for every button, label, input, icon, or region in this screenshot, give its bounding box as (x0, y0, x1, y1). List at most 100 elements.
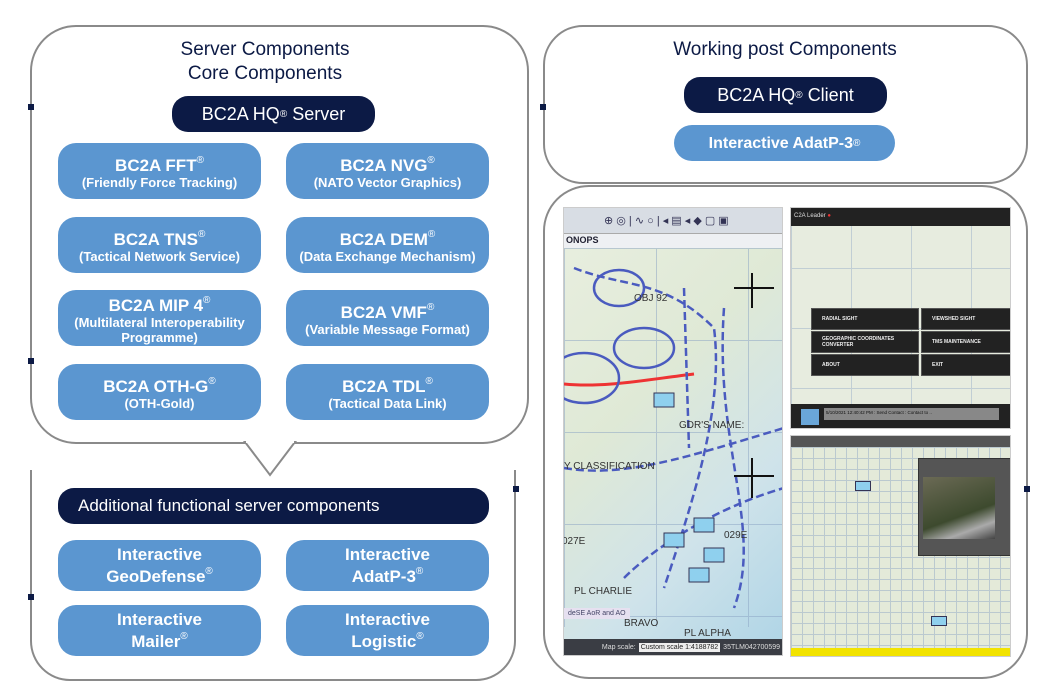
additional-components-frame (30, 470, 516, 681)
component-description: (Friendly Force Tracking) (81, 175, 238, 190)
server-title: Server Components Core Components (130, 38, 400, 86)
connector-dot (540, 104, 546, 110)
menu-item-geographic-coordinates-converter[interactable]: GEOGRAPHIC COORDINATES CONVERTER (811, 331, 919, 353)
name: BC2A NVG (340, 156, 428, 175)
speech-tail (242, 440, 298, 477)
yellow-statusbar (791, 648, 1010, 656)
core-component-bc2a-tns[interactable]: BC2A TNS®(Tactical Network Service) (58, 217, 261, 273)
app-name: C2A Leader (794, 213, 826, 219)
core-component-bc2a-vmf[interactable]: BC2A VMF®(Variable Message Format) (286, 290, 489, 346)
connector-dot (28, 358, 34, 364)
connector-dot (1024, 486, 1030, 492)
reg: ® (427, 155, 435, 166)
video-feed (923, 477, 995, 539)
name: BC2A OTH-G (103, 377, 209, 396)
core-component-bc2a-dem[interactable]: BC2A DEM®(Data Exchange Mechanism) (286, 217, 489, 273)
name: BC2A TNS (113, 230, 198, 249)
component-description: (NATO Vector Graphics) (313, 175, 462, 190)
additional-components-bar: Additional functional server components (58, 488, 489, 524)
reg: ® (427, 229, 436, 240)
hq-client-button[interactable]: BC2A HQ® Client (684, 77, 887, 113)
working-post-title: Working post Components (673, 39, 897, 60)
line2: Mailer (131, 631, 181, 651)
map-scale-label: Map scale: (601, 643, 636, 651)
map-label: PL ALPHA (684, 628, 731, 639)
component-name: BC2A NVG® (340, 152, 435, 175)
map-label: OBJ 92 (634, 293, 668, 304)
name: BC2A MIP 4 (108, 295, 204, 315)
component-name: BC2A OTH-G® (103, 373, 216, 396)
video-window (918, 458, 1010, 556)
hq-server-button[interactable]: BC2A HQ® Server (172, 96, 375, 132)
core-component-bc2a-oth-g[interactable]: BC2A OTH-G®(OTH-Gold) (58, 364, 261, 420)
reg: ® (208, 376, 216, 387)
map-label: 029E (724, 530, 748, 541)
map-label: GDR'S NAME: (679, 420, 745, 431)
label: Server (292, 103, 346, 124)
line2: AdatP-3 (351, 566, 416, 586)
additional-title: Additional functional server components (78, 496, 380, 515)
label: BC2A HQ (201, 103, 280, 124)
reg: ® (205, 565, 213, 577)
menu-item-exit[interactable]: EXIT (921, 354, 1010, 376)
reg: ® (416, 630, 424, 642)
core-component-bc2a-fft[interactable]: BC2A FFT®(Friendly Force Tracking) (58, 143, 261, 199)
server-title-line2: Core Components (187, 63, 343, 84)
name: BC2A TDL (342, 377, 426, 396)
label: Interactive AdatP-3 (708, 134, 853, 152)
interactive-adatp3-button[interactable]: Interactive AdatP-3® (674, 125, 895, 161)
menu-item-radial-sight[interactable]: RADIAL SIGHT (811, 308, 919, 330)
layer-label: deSE AoR and AO (564, 608, 630, 619)
component-name: BC2A MIP 4® (109, 292, 211, 315)
connector-dot (513, 486, 519, 492)
unit-symbol (931, 616, 947, 626)
component-description: (Variable Message Format) (305, 322, 470, 337)
component-description: (Tactical Network Service) (79, 249, 240, 264)
map-scale-select[interactable]: Custom scale 1:4188782 (638, 642, 721, 652)
line1: Interactive (116, 609, 203, 629)
video-screenshot (790, 435, 1011, 657)
map-label: Y CLASSIFICATION (564, 461, 655, 472)
video-header (791, 436, 1010, 447)
line2: Logistic (351, 631, 417, 651)
tactical-overlay (564, 266, 782, 609)
reg: ® (198, 229, 206, 240)
map-label: PL CHARLIE (574, 586, 632, 597)
component-name: BC2A VMF® (341, 299, 435, 322)
line1: Interactive (344, 609, 431, 629)
core-component-bc2a-nvg[interactable]: BC2A NVG®(NATO Vector Graphics) (286, 143, 489, 199)
map-toolbar: ⊕ ◎ | ∿ ○ | ◂ ▤ ◂ ◆ ▢ ▣ (564, 208, 782, 234)
reg: ® (180, 630, 188, 642)
component-description: (OTH-Gold) (124, 396, 195, 411)
component-description: (Data Exchange Mechanism) (299, 249, 476, 264)
component-name: BC2A FFT® (115, 152, 204, 175)
component-description: (Multilateral Interoperability Programme… (74, 314, 245, 345)
status-area: 5/10/2021 12:40:42 PM : Send Contact : C… (791, 404, 1010, 428)
menu-item-about[interactable]: ABOUT (811, 354, 919, 376)
map-tab[interactable]: ONOPS (566, 235, 599, 245)
component-description: (Tactical Data Link) (328, 396, 447, 411)
reg: ® (852, 137, 861, 149)
label: Client (807, 84, 854, 105)
map-screenshot: ⊕ ◎ | ∿ ○ | ◂ ▤ ◂ ◆ ▢ ▣ ONOPS OBJ 92 GDR'… (563, 207, 783, 656)
core-component-bc2a-tdl[interactable]: BC2A TDL®(Tactical Data Link) (286, 364, 489, 420)
toolbar-icons: ⊕ ◎ | ∿ ○ | ◂ ▤ ◂ ◆ ▢ ▣ (604, 215, 729, 227)
reg: ® (425, 376, 433, 387)
app-header: C2A Leader ● (791, 208, 1010, 226)
reg: ® (426, 302, 435, 313)
screenshots-frame (543, 185, 1028, 679)
reg: ® (415, 565, 424, 577)
connector-dot (28, 104, 34, 110)
line2: GeoDefense (106, 566, 206, 586)
core-component-bc2a-mip-4[interactable]: BC2A MIP 4®(Multilateral Interoperabilit… (58, 290, 261, 346)
menu-item-viewshed-sight[interactable]: VIEWSHED SIGHT (921, 308, 1010, 330)
window-icon[interactable] (801, 409, 819, 425)
component-name: BC2A TDL® (342, 373, 433, 396)
menu-item-tms-maintenance[interactable]: TMS MAINTENANCE (921, 331, 1010, 353)
component-name: BC2A TNS® (114, 226, 206, 249)
line1: Interactive (344, 544, 431, 564)
